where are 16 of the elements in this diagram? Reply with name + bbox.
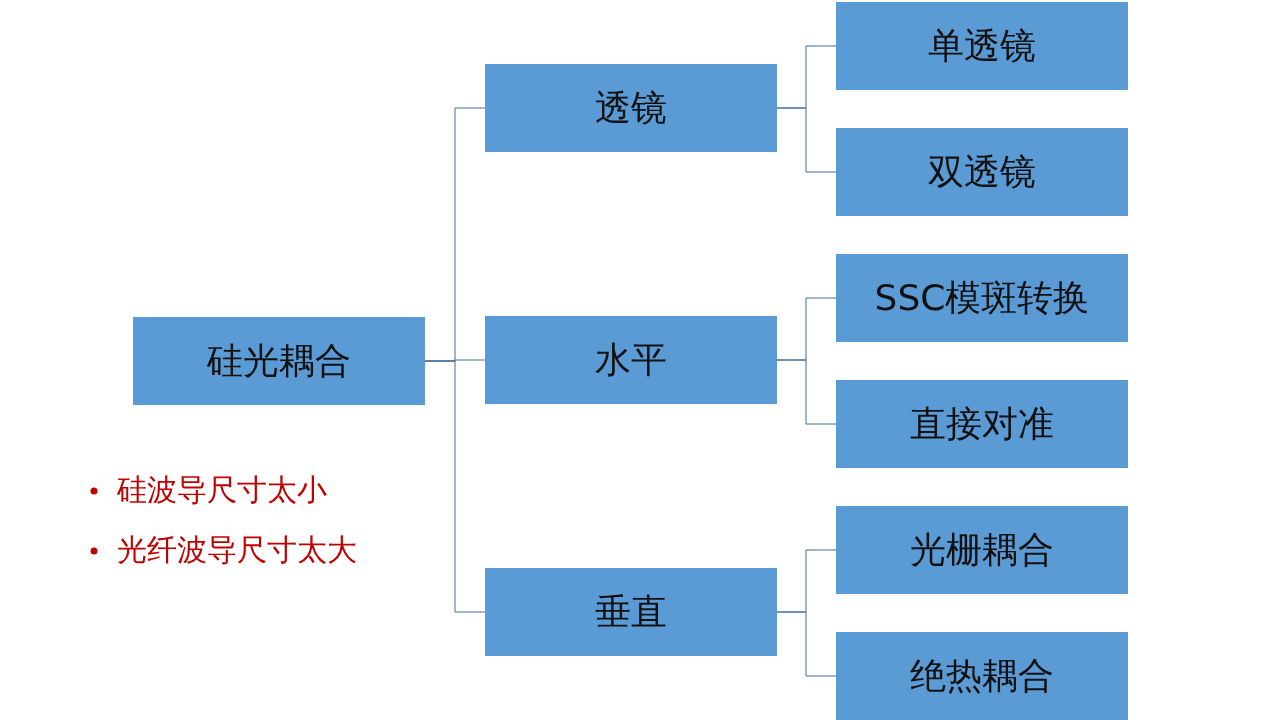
connector-line	[424, 360, 486, 613]
connector-line	[776, 611, 837, 677]
process-box: 垂直	[485, 568, 777, 656]
process-box: 水平	[485, 316, 777, 404]
bullet-text: 硅波导尺寸太小	[117, 471, 327, 509]
connector-line	[776, 107, 837, 173]
process-box: 透镜	[485, 64, 777, 152]
process-box: 光栅耦合	[836, 506, 1128, 594]
process-box: 绝热耦合	[836, 632, 1128, 720]
connector-line	[776, 359, 837, 425]
process-box: 硅光耦合	[133, 317, 425, 405]
process-box: SSC模斑转换	[836, 254, 1128, 342]
process-box: 单透镜	[836, 2, 1128, 90]
bullet-text: 光纤波导尺寸太大	[117, 531, 357, 569]
process-box: 双透镜	[836, 128, 1128, 216]
process-box: 直接对准	[836, 380, 1128, 468]
